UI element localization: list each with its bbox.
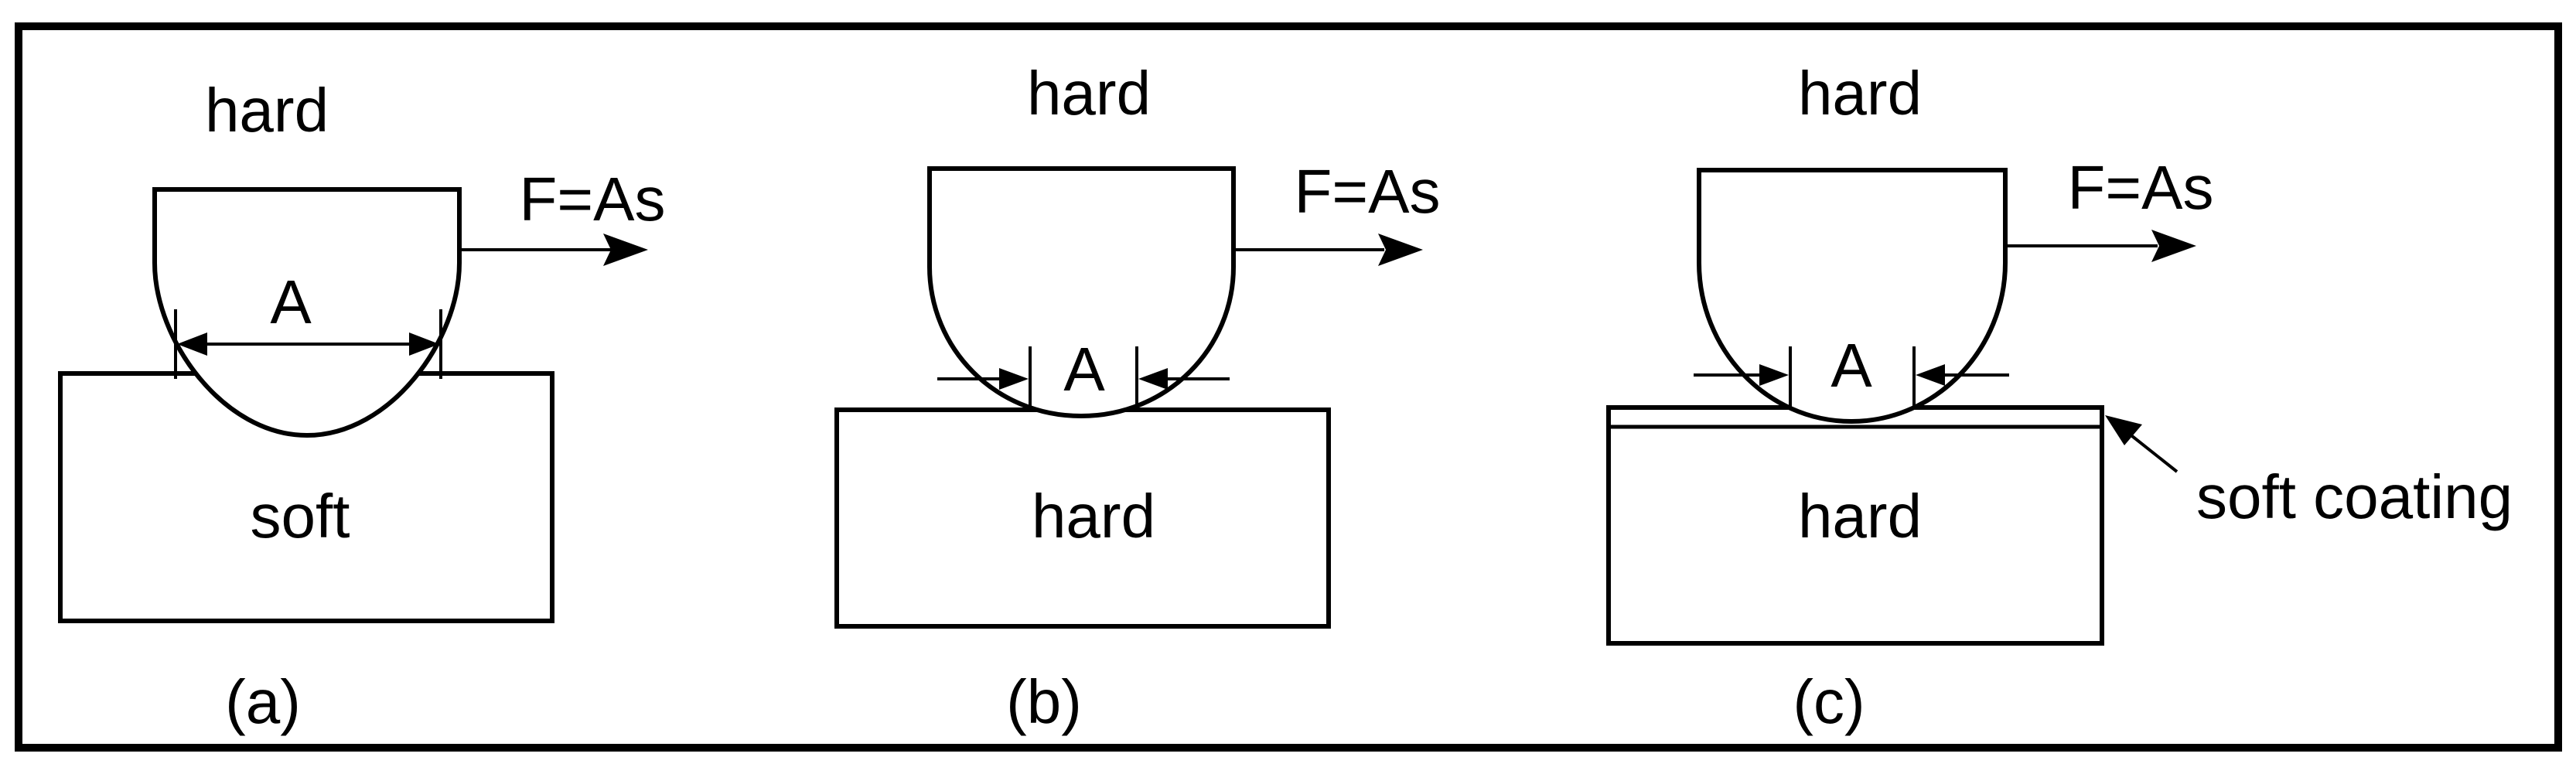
panel-c-area-arrow-left [1759,364,1789,386]
panel-c-hard-body [1697,168,2008,425]
panel-c-force-label: F=As [2068,153,2214,222]
panel-b: hard hard F=As A (b) [834,59,1441,736]
panel-c-area-arrow-right [1916,364,1945,386]
panel-a: hard soft F=As A (a) [58,76,666,736]
panel-a-area-label: A [270,268,312,336]
panel-c-bottom-label: hard [1798,482,1922,551]
panel-b-area-label: A [1063,335,1105,404]
panel-c-bottom-block [1606,405,2104,646]
panel-c-coating-label: soft coating [2196,462,2513,531]
panel-b-hard-body [927,166,1236,419]
panel-c-force-arrowhead [2151,230,2196,262]
panel-b-force-label: F=As [1295,157,1441,226]
panel-b-area-arrow-right [1138,368,1168,390]
panel-c-coating-pointer-arrowhead [2105,415,2142,445]
panel-a-bottom-label: soft [251,482,350,551]
panel-a-force-arrowhead [603,234,648,266]
panel-a-area-arrow-left [177,332,207,356]
diagram-frame [15,22,2562,752]
panel-a-force-label: F=As [520,165,666,234]
panel-a-caption: (a) [225,667,301,736]
panel-c: hard hard F=As A soft coating (c) [1606,59,2513,736]
panel-c-coating-pointer-line [2127,431,2179,473]
panel-b-caption: (b) [1006,667,1082,736]
panel-a-area-arrow-right [409,332,439,356]
panel-b-force-arrowhead [1378,234,1423,266]
panel-b-area-arrow-left [999,368,1029,390]
panel-c-caption: (c) [1793,667,1865,736]
panel-c-top-label: hard [1798,59,1922,128]
panel-a-top-label: hard [205,76,329,145]
panel-a-hard-body [152,187,462,438]
panel-b-bottom-block [834,407,1331,629]
panel-b-bottom-label: hard [1032,482,1155,551]
panel-c-area-label: A [1830,331,1872,400]
panel-b-top-label: hard [1027,59,1151,128]
